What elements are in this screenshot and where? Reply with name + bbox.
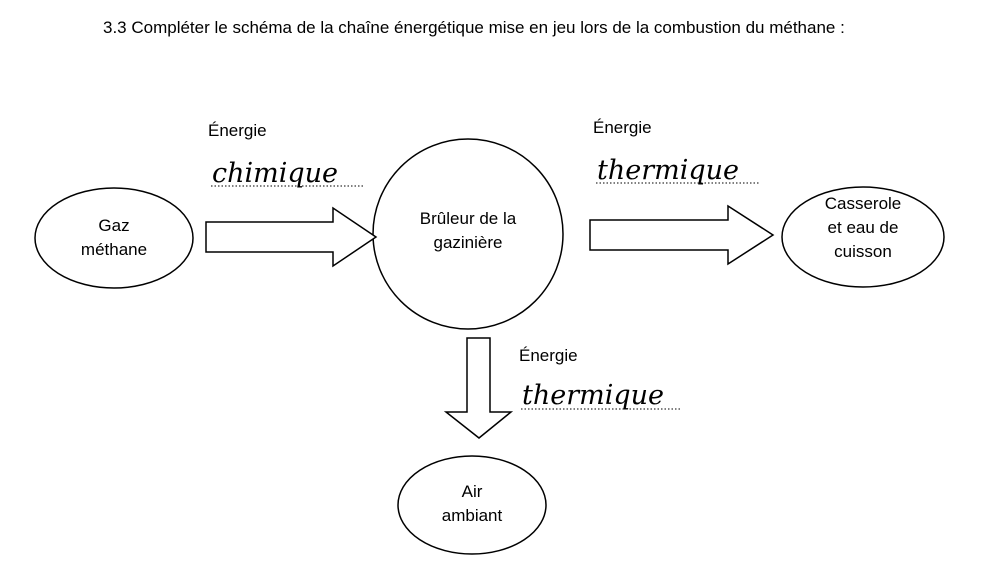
node-bruleur-line-1: Brûleur de la — [420, 209, 517, 228]
arrow-left — [206, 208, 376, 266]
node-air-line-1: Air — [462, 482, 483, 501]
node-gaz-methane: Gaz méthane — [35, 188, 193, 288]
node-bruleur-line-2: gazinière — [434, 233, 503, 252]
transfer-right-handwritten-answer: thermique — [597, 155, 739, 186]
node-casserole-line-1: Casserole — [825, 194, 902, 213]
node-bruleur: Brûleur de la gazinière — [373, 139, 563, 329]
node-air-line-2: ambiant — [442, 506, 503, 525]
node-casserole: Casserole et eau de cuisson — [782, 187, 944, 287]
transfer-left-label: Énergie — [208, 121, 267, 140]
transfer-right-label: Énergie — [593, 118, 652, 137]
arrow-down — [446, 338, 511, 438]
transfer-down-handwritten-answer: thermique — [522, 380, 664, 411]
node-casserole-line-3: cuisson — [834, 242, 892, 261]
arrow-right — [590, 206, 773, 264]
node-air-ambiant: Air ambiant — [398, 456, 546, 554]
node-gaz-line-2: méthane — [81, 240, 147, 259]
transfer-down-label: Énergie — [519, 346, 578, 365]
transfer-left-handwritten-answer: chimique — [212, 158, 338, 189]
node-casserole-line-2: et eau de — [828, 218, 899, 237]
node-gaz-line-1: Gaz — [98, 216, 129, 235]
